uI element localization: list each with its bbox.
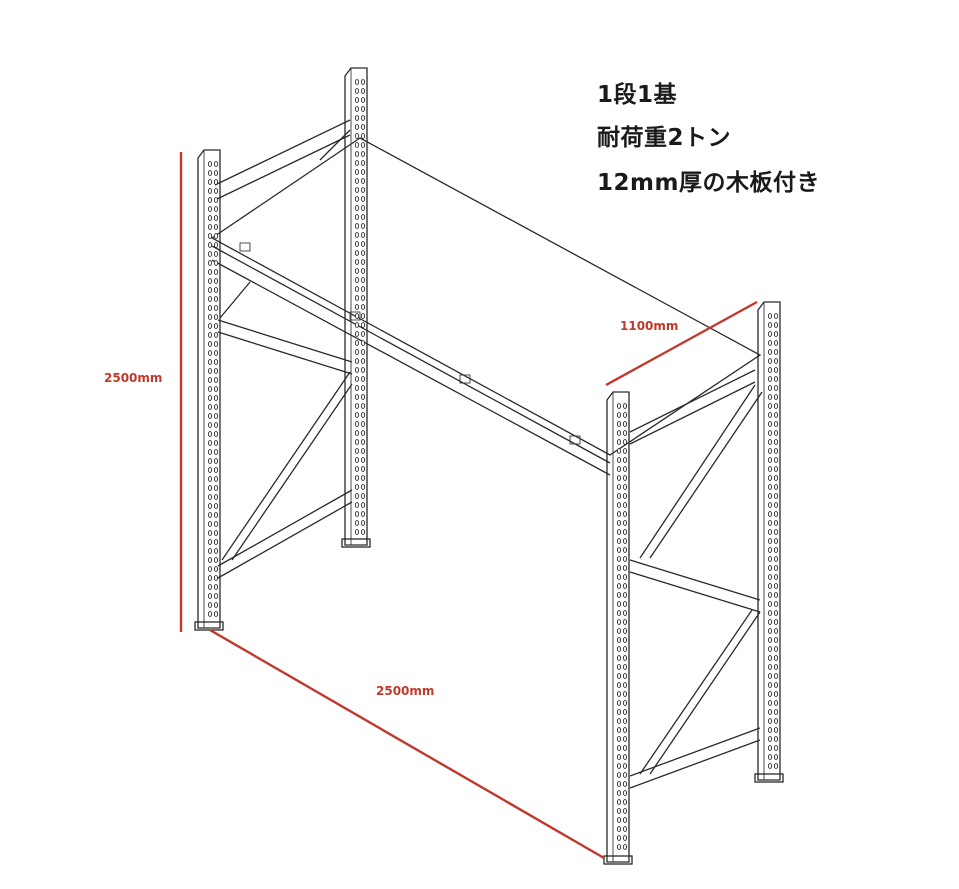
upright-front-left	[194, 149, 224, 631]
upright-back-right	[754, 301, 784, 783]
beam-clips	[239, 242, 581, 445]
back-tie-top	[214, 119, 351, 186]
spec-wood-board: 12mm厚の木板付き	[597, 170, 820, 196]
board-edge-front	[211, 245, 611, 464]
right-frame-bracing	[629, 369, 763, 789]
upright-back-left	[341, 67, 371, 548]
beam-front-bottom	[211, 259, 611, 476]
wood-board	[210, 137, 762, 456]
width-dimension-line	[209, 628, 605, 860]
width-dimension-label: 2500mm	[376, 684, 435, 698]
depth-dimension-label: 1100mm	[620, 319, 679, 333]
height-dimension-label: 2500mm	[104, 371, 163, 385]
depth-dimension-line	[605, 300, 758, 387]
spec-tiers: 1段1基	[597, 82, 678, 108]
left-frame-bracing	[217, 281, 353, 579]
back-tie-top-2	[214, 134, 351, 201]
uprights	[194, 67, 784, 865]
upright-front-right	[603, 391, 633, 865]
spec-load-capacity: 耐荷重2トン	[597, 125, 732, 151]
